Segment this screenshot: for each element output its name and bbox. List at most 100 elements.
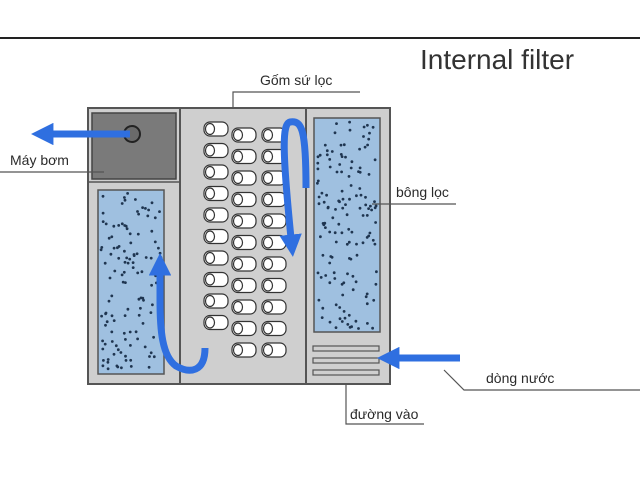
media-dot	[317, 195, 321, 199]
media-dot	[320, 316, 324, 319]
media-dot	[116, 365, 120, 369]
media-dot	[326, 206, 330, 210]
media-dot	[349, 257, 353, 261]
media-dot	[337, 199, 341, 203]
media-dot	[332, 271, 336, 275]
media-dot	[104, 222, 108, 226]
media-dot	[368, 131, 371, 135]
media-dot	[125, 227, 129, 231]
media-dot	[123, 249, 126, 253]
media-dot	[338, 163, 342, 166]
media-dot	[116, 246, 119, 250]
media-dot	[123, 196, 126, 199]
media-dot	[136, 337, 140, 341]
media-dot	[339, 153, 343, 156]
media-dot	[364, 203, 368, 207]
ceramic-ring-hole	[262, 343, 274, 357]
media-dot	[136, 232, 140, 236]
media-dot	[126, 192, 129, 195]
media-dot	[341, 206, 345, 210]
media-dot	[358, 147, 361, 151]
media-dot	[153, 216, 157, 220]
media-dot	[322, 223, 326, 227]
media-dot	[123, 198, 127, 202]
diagram-title: Internal filter	[420, 44, 575, 75]
media-dot	[349, 166, 353, 170]
media-dot	[365, 292, 369, 296]
media-dot	[141, 206, 145, 210]
media-dot	[340, 155, 344, 159]
media-dot	[340, 320, 344, 323]
media-dot	[369, 204, 372, 208]
media-dot	[116, 348, 120, 352]
media-dot	[149, 351, 153, 355]
ceramic-ring-hole	[262, 322, 274, 335]
media-dot	[105, 320, 109, 324]
media-dot	[349, 184, 353, 187]
media-dot	[367, 207, 370, 211]
ceramic-ring-hole	[204, 187, 216, 200]
ceramic-ring-hole	[232, 193, 244, 206]
media-dot	[129, 358, 133, 362]
media-dot	[153, 240, 157, 244]
media-dot	[347, 227, 351, 231]
media-dot	[129, 344, 132, 347]
media-dot	[371, 125, 375, 129]
media-dot	[357, 327, 360, 330]
ceramic-leader-line	[232, 91, 360, 108]
media-dot	[355, 253, 359, 257]
media-dot	[107, 236, 111, 240]
media-dot	[321, 253, 325, 257]
media-dot	[109, 252, 113, 256]
media-dot	[151, 303, 154, 307]
media-dot	[110, 235, 114, 239]
media-dot	[319, 276, 323, 279]
media-dot	[123, 314, 127, 317]
media-dot	[101, 194, 105, 198]
media-dot	[345, 213, 349, 217]
pump-label: Máy bơm	[10, 152, 69, 168]
media-dot	[350, 325, 353, 329]
media-dot	[110, 314, 114, 318]
media-dot	[126, 261, 130, 265]
media-dot	[358, 170, 362, 174]
media-dot	[328, 165, 332, 169]
media-dot	[124, 338, 127, 341]
media-dot	[110, 294, 114, 298]
media-dot	[135, 252, 139, 256]
media-dot	[123, 260, 127, 264]
media-dot	[373, 242, 377, 246]
media-dot	[330, 150, 334, 153]
media-dot	[147, 208, 151, 212]
media-dot	[107, 299, 111, 303]
ceramic-ring-hole	[204, 230, 216, 243]
media-dot	[120, 202, 124, 205]
media-dot	[150, 201, 154, 205]
media-dot	[324, 226, 327, 230]
media-dot	[363, 145, 367, 149]
ceramic-ring-hole	[262, 171, 274, 185]
media-dot	[340, 189, 344, 193]
ceramic-ring-hole	[232, 236, 244, 249]
media-dot	[366, 322, 369, 325]
media-dot	[120, 273, 124, 277]
media-dot	[341, 293, 345, 297]
media-dot	[104, 311, 108, 315]
media-dot	[374, 204, 378, 208]
water-flow-label: dòng nước	[486, 370, 555, 386]
media-dot	[361, 214, 365, 217]
media-dot	[334, 240, 338, 244]
media-dot	[126, 307, 130, 311]
media-dot	[346, 323, 350, 326]
media-dot	[328, 158, 332, 161]
media-dot	[122, 270, 126, 274]
media-dot	[373, 158, 377, 162]
ceramic-label: Gốm sứ lọc	[260, 72, 333, 88]
media-dot	[317, 298, 321, 302]
media-dot	[333, 277, 337, 280]
ceramic-ring-hole	[204, 208, 216, 222]
ceramic-ring-hole	[204, 165, 216, 179]
media-dot	[322, 200, 326, 204]
media-dot	[316, 167, 320, 171]
